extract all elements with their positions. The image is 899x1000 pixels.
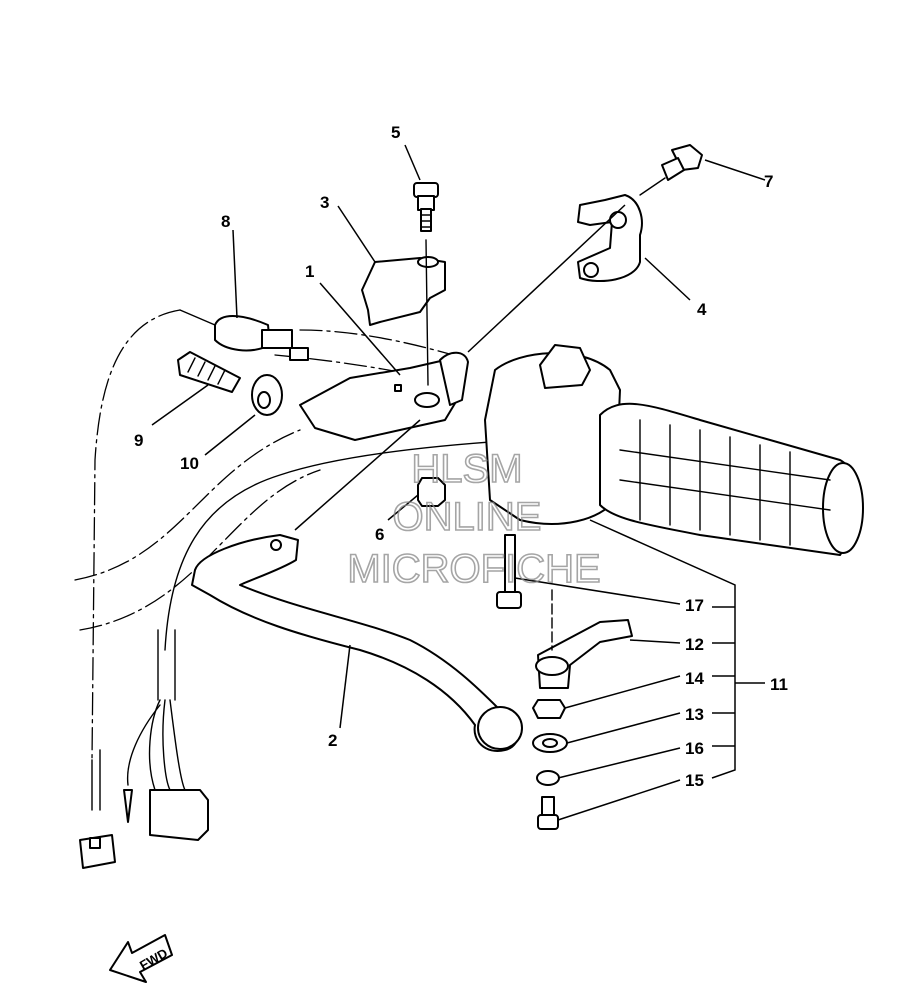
adjuster-screw-9 <box>177 351 241 393</box>
clutch-cable <box>164 439 521 651</box>
callout-2: 2 <box>328 731 337 750</box>
callout-5: 5 <box>391 123 400 142</box>
callout-12: 12 <box>685 635 704 654</box>
screw-5 <box>413 182 439 386</box>
callout-13: 13 <box>685 705 704 724</box>
callout-labels: 1 2 3 4 5 6 7 8 9 10 11 12 13 14 15 16 1… <box>134 123 788 790</box>
callout-9: 9 <box>134 431 143 450</box>
callout-8: 8 <box>221 212 230 231</box>
watermark-line-2: ONLINE <box>393 495 542 539</box>
handlebar-switch-and-grip <box>484 344 864 556</box>
nut-6 <box>417 477 446 507</box>
hot-start-assembly-11 <box>496 534 633 830</box>
clutch-lever <box>191 534 523 752</box>
callout-1: 1 <box>305 262 314 281</box>
callout-3: 3 <box>320 193 329 212</box>
watermark-line-1: HLSM <box>411 447 522 491</box>
lever-bracket <box>299 351 469 441</box>
callout-11: 11 <box>770 675 788 694</box>
clutch-switch <box>361 256 446 326</box>
wire-harness <box>79 629 209 869</box>
cable-adjuster-8 <box>179 309 309 361</box>
watermark-line-3: MICROFICHE <box>347 547 600 591</box>
bolt-7 <box>639 144 703 196</box>
locknut-10 <box>251 374 283 416</box>
callout-14: 14 <box>685 669 704 688</box>
callout-7: 7 <box>764 172 773 191</box>
callout-16: 16 <box>685 739 704 758</box>
holder-4 <box>577 194 643 282</box>
callout-15: 15 <box>685 771 704 790</box>
callout-17: 17 <box>685 596 704 615</box>
leader-lines <box>151 144 766 821</box>
callout-10: 10 <box>180 454 199 473</box>
watermark: HLSM ONLINE MICROFICHE <box>347 446 602 592</box>
callout-4: 4 <box>697 300 707 319</box>
fwd-arrow-badge: FWD <box>109 934 173 983</box>
callout-6: 6 <box>375 525 384 544</box>
